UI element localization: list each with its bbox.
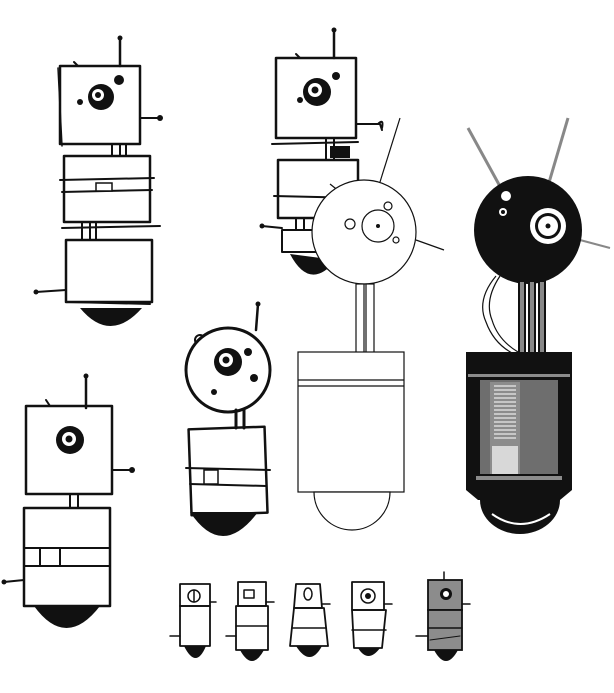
wheel xyxy=(80,308,142,326)
robot-line-art xyxy=(297,117,445,531)
robot-filled-render xyxy=(466,117,611,534)
wheel xyxy=(480,500,560,534)
robot-sketch-bottom-left xyxy=(1,373,135,628)
wheel xyxy=(313,491,391,531)
robot-sketch-round-head xyxy=(184,301,272,536)
thumbnail-3 xyxy=(289,583,331,657)
body-box xyxy=(297,351,405,493)
thumbnail-5 xyxy=(415,571,471,661)
thumbnail-4 xyxy=(351,581,393,656)
thumbnail-2 xyxy=(225,581,275,661)
robot-sketch-top-left xyxy=(33,35,163,326)
robot-sketch-top-middle xyxy=(259,27,384,275)
thumbnail-1 xyxy=(169,583,217,658)
round-head xyxy=(474,176,582,284)
